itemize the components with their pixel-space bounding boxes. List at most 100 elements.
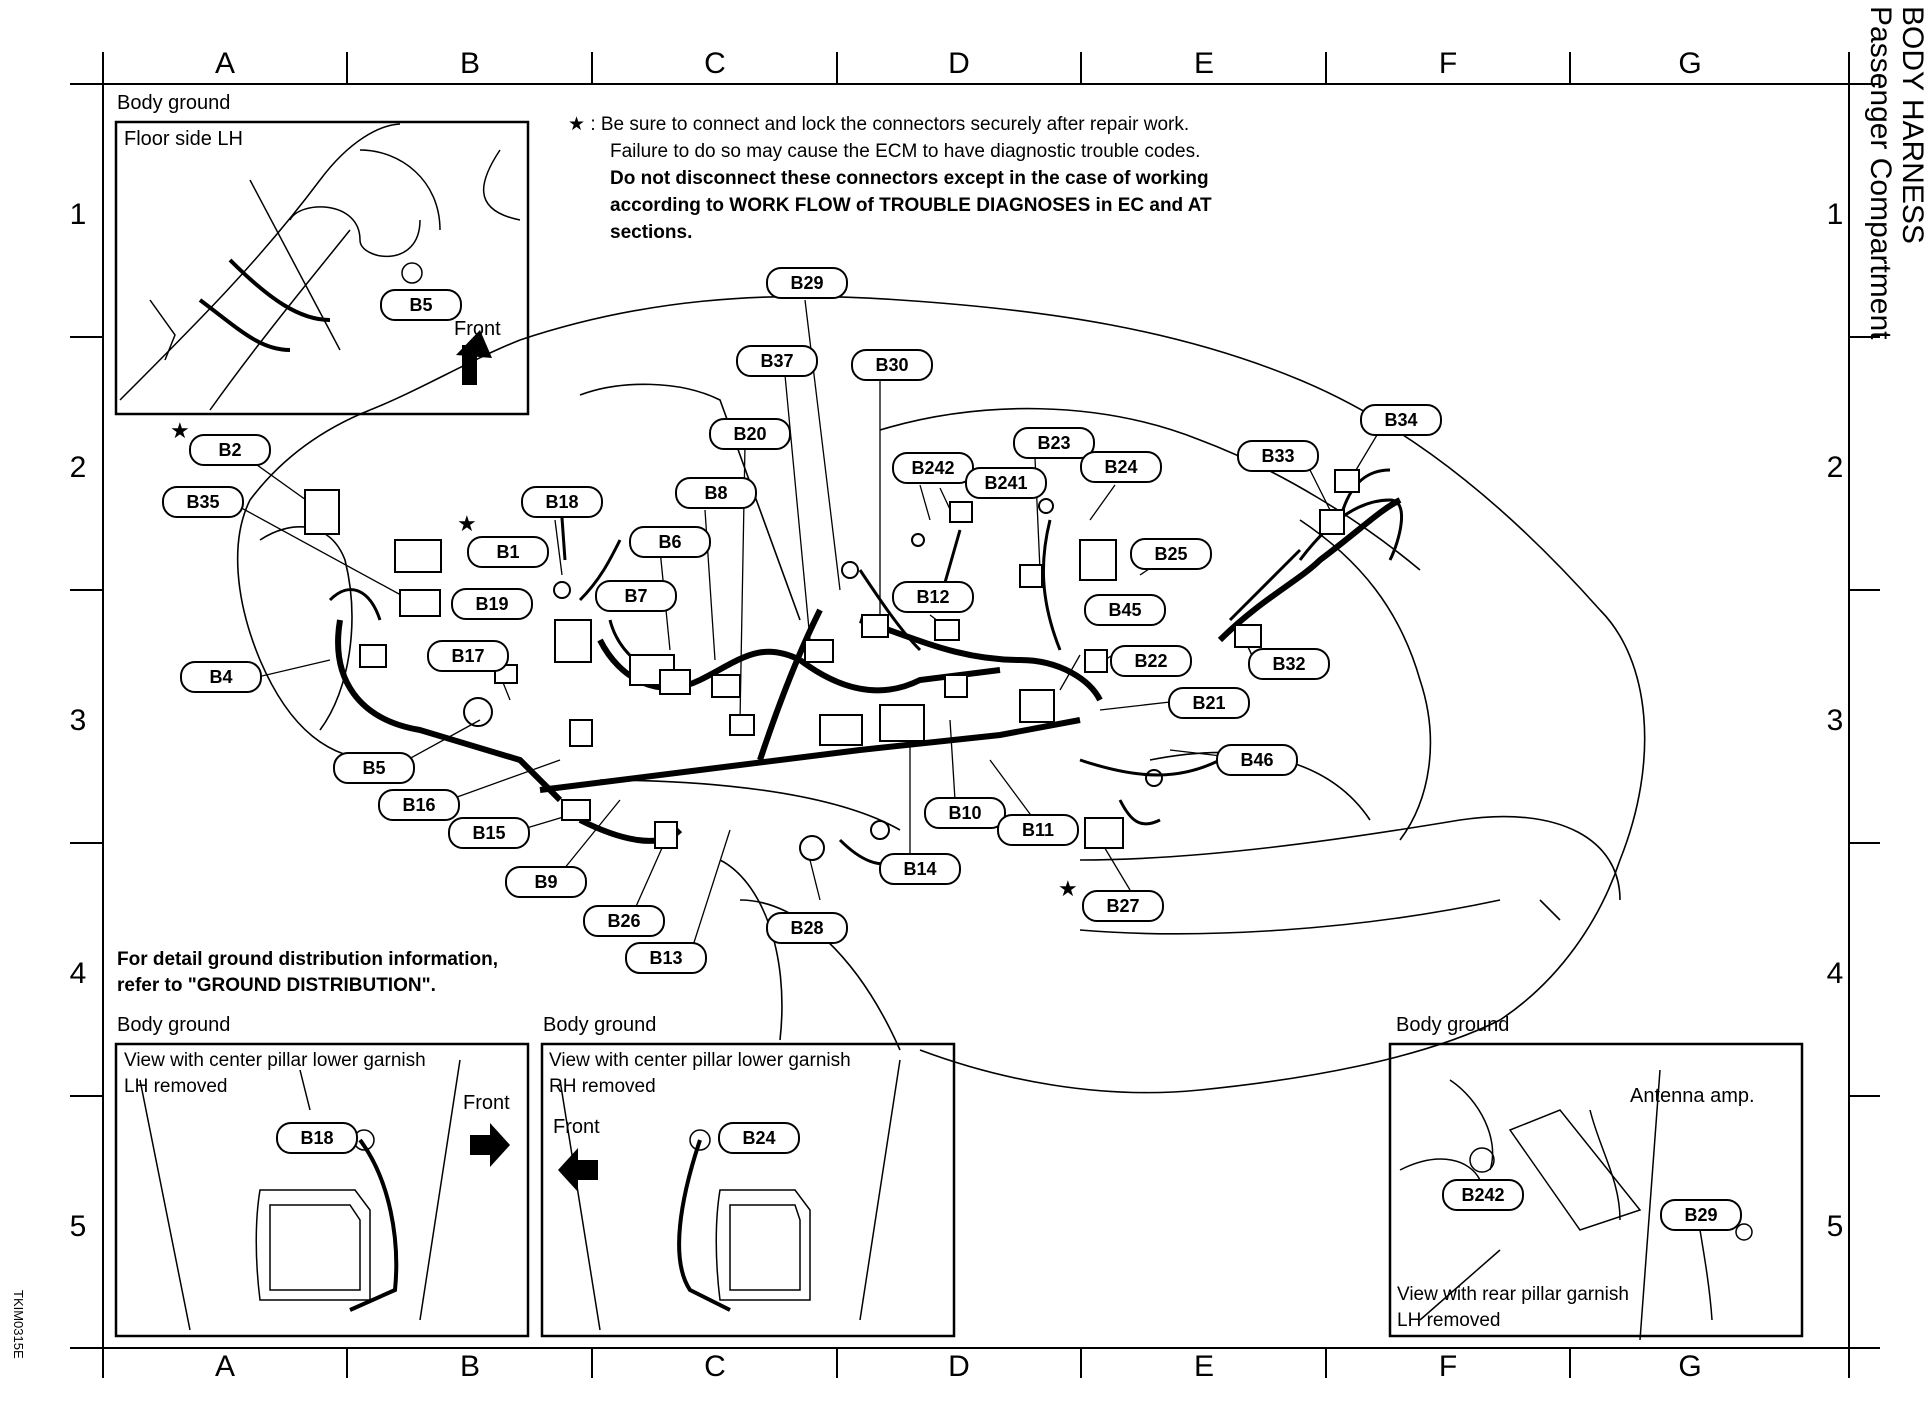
star-marker-b2: ★ <box>170 418 190 443</box>
callout-inset-b242[interactable]: B242 <box>1442 1179 1524 1211</box>
inset-bottom-left-line-1: View with center pillar lower garnish <box>124 1050 426 1071</box>
front-arrow-bottom-left <box>470 1123 510 1167</box>
callout-b28[interactable]: B28 <box>766 912 848 944</box>
callout-b16[interactable]: B16 <box>378 789 460 821</box>
callout-b7[interactable]: B7 <box>595 580 677 612</box>
callout-inset-b5[interactable]: B5 <box>380 289 462 321</box>
inset-bottom-left-drawing <box>139 1059 461 1331</box>
main-harness <box>335 497 1402 844</box>
callout-b2[interactable]: B2 <box>189 434 271 466</box>
inset-frame-top-left <box>114 120 530 416</box>
grid-col-b-bottom: B <box>459 1350 480 1383</box>
star-marker-b1: ★ <box>457 511 477 536</box>
inset-bottom-left-front-label: Front <box>463 1092 510 1114</box>
inset-bottom-right-drawing <box>1399 1069 1753 1341</box>
column-ticks <box>102 52 1850 1378</box>
title-line-1: BODY HARNESS <box>1896 6 1928 244</box>
inset-bottom-center-drawing <box>559 1059 901 1331</box>
callout-b4[interactable]: B4 <box>180 661 262 693</box>
callout-b18[interactable]: B18 <box>521 486 603 518</box>
grid-row-3-left: 3 <box>69 704 87 737</box>
callout-b12[interactable]: B12 <box>892 581 974 613</box>
callout-b21[interactable]: B21 <box>1168 687 1250 719</box>
callout-b45[interactable]: B45 <box>1084 594 1166 626</box>
callout-b242[interactable]: B242 <box>892 452 974 484</box>
callout-b19[interactable]: B19 <box>451 588 533 620</box>
callout-inset-b18[interactable]: B18 <box>276 1122 358 1154</box>
callout-b22[interactable]: B22 <box>1110 645 1192 677</box>
callout-b17[interactable]: B17 <box>427 640 509 672</box>
inset-bottom-right-line-1: View with rear pillar garnish <box>1397 1284 1629 1305</box>
grid-row-2-left: 2 <box>69 451 87 484</box>
callout-b20[interactable]: B20 <box>709 418 791 450</box>
callout-b26[interactable]: B26 <box>583 905 665 937</box>
callout-b46[interactable]: B46 <box>1216 744 1298 776</box>
callout-b6[interactable]: B6 <box>629 526 711 558</box>
callout-inset-b29[interactable]: B29 <box>1660 1199 1742 1231</box>
callout-b35[interactable]: B35 <box>162 486 244 518</box>
inset-frame-bottom-right <box>1388 1042 1804 1338</box>
front-arrow-top-left-head <box>456 330 492 358</box>
grid-col-d-bottom: D <box>948 1350 970 1383</box>
callout-b11[interactable]: B11 <box>997 814 1079 846</box>
callout-b29[interactable]: B29 <box>766 267 848 299</box>
grid-col-c-top: C <box>704 47 726 80</box>
inset-bottom-center-front-label: Front <box>553 1116 600 1138</box>
ground-note-line-1: For detail ground distribution informati… <box>117 949 499 970</box>
inset-top-left-label: Floor side LH <box>124 128 243 150</box>
inset-top-left-front-label: Front <box>454 318 501 340</box>
callout-b27[interactable]: B27 <box>1082 890 1164 922</box>
callout-b9[interactable]: B9 <box>505 866 587 898</box>
callout-b13[interactable]: B13 <box>625 942 707 974</box>
grid-row-4-left: 4 <box>69 957 87 990</box>
star-note-line-2: Failure to do so may cause the ECM to ha… <box>610 141 1201 162</box>
title-line-2: Passenger Compartment <box>1864 6 1897 340</box>
front-arrow-bottom-center <box>558 1148 598 1192</box>
grid-row-5-right: 5 <box>1826 1210 1844 1243</box>
grid-row-3-right: 3 <box>1826 704 1844 737</box>
callout-b10[interactable]: B10 <box>924 797 1006 829</box>
grid-col-f-top: F <box>1438 47 1458 80</box>
callout-b14[interactable]: B14 <box>879 853 961 885</box>
callout-b15[interactable]: B15 <box>448 817 530 849</box>
inset-bottom-center-line-1: View with center pillar lower garnish <box>549 1050 851 1071</box>
ground-note-line-2: refer to "GROUND DISTRIBUTION". <box>117 975 436 996</box>
callout-b25[interactable]: B25 <box>1130 538 1212 570</box>
grid-col-a-top: A <box>214 47 235 80</box>
star-note-line-5: sections. <box>610 222 693 243</box>
antenna-amp-label: Antenna amp. <box>1630 1085 1755 1107</box>
callout-b1[interactable]: B1 <box>467 536 549 568</box>
inset-bottom-left-caption: Body ground <box>117 1014 231 1036</box>
frame-border <box>102 83 1850 1349</box>
callout-b33[interactable]: B33 <box>1237 440 1319 472</box>
grid-col-e-top: E <box>1193 47 1214 80</box>
callout-b23[interactable]: B23 <box>1013 427 1095 459</box>
callout-inset-b24[interactable]: B24 <box>718 1122 800 1154</box>
callout-b241[interactable]: B241 <box>965 467 1047 499</box>
callout-b5[interactable]: B5 <box>333 752 415 784</box>
grid-col-f-bottom: F <box>1438 1350 1458 1383</box>
callout-b24[interactable]: B24 <box>1080 451 1162 483</box>
leader-lines <box>235 299 1381 956</box>
document-code: TKIM0315E <box>11 1290 26 1359</box>
grid-col-d-top: D <box>948 47 970 80</box>
callout-b34[interactable]: B34 <box>1360 404 1442 436</box>
callout-b8[interactable]: B8 <box>675 477 757 509</box>
inset-frame-bottom-left <box>114 1042 530 1338</box>
vehicle-body-outline <box>236 295 1646 1094</box>
grid-row-5-left: 5 <box>69 1210 87 1243</box>
grid-col-g-top: G <box>1678 47 1702 80</box>
grid-col-b-top: B <box>459 47 480 80</box>
grid-row-1-right: 1 <box>1826 198 1844 231</box>
star-note-line-1: : Be sure to connect and lock the connec… <box>590 114 1190 135</box>
connector-blocks <box>304 469 1360 849</box>
grid-col-a-bottom: A <box>214 1350 235 1383</box>
inset-bottom-center-caption: Body ground <box>543 1014 657 1036</box>
inset-frame-bottom-center <box>540 1042 956 1338</box>
callout-b32[interactable]: B32 <box>1248 648 1330 680</box>
star-marker-b27: ★ <box>1058 876 1078 901</box>
callout-b37[interactable]: B37 <box>736 345 818 377</box>
callout-b30[interactable]: B30 <box>851 349 933 381</box>
